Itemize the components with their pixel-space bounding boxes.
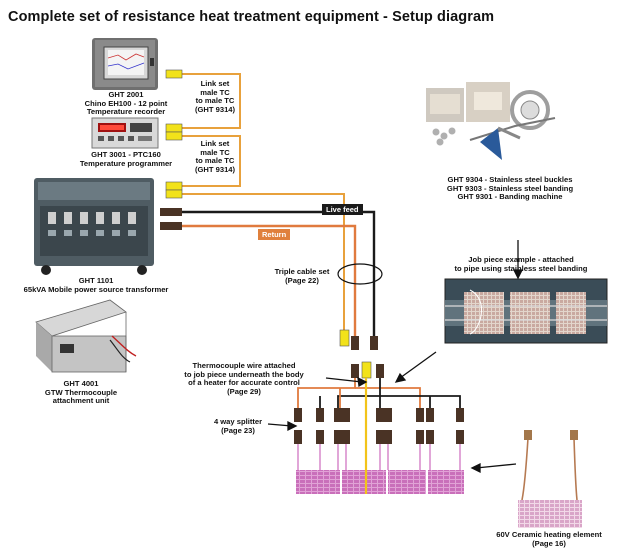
job-piece-label: Job piece example - attached to pipe usi… bbox=[454, 255, 588, 273]
banding-kit-label: GHT 9304 - Stainless steel buckles GHT 9… bbox=[446, 175, 574, 202]
power-transformer-image bbox=[34, 178, 154, 275]
recorder-label: GHT 2001 Chino EH100 - 12 point Temperat… bbox=[84, 90, 168, 117]
diagram-title: Complete set of resistance heat treatmen… bbox=[8, 9, 495, 25]
tc-unit-label: GHT 4001 GTW Thermocouple attachment uni… bbox=[44, 379, 118, 406]
temperature-programmer-image bbox=[91, 117, 159, 149]
splitter-label: 4 way splitter (Page 23) bbox=[213, 417, 263, 435]
tc-wire-label: Thermocouple wire attached to job piece … bbox=[184, 361, 304, 396]
programmer-label: GHT 3001 - PTC160 Temperature programmer bbox=[79, 150, 173, 168]
live-feed-tag: Live feed bbox=[322, 204, 363, 215]
thermocouple-attachment-unit-image bbox=[35, 299, 137, 373]
pointer-arrows bbox=[267, 240, 524, 474]
job-piece-photo bbox=[444, 278, 608, 344]
temperature-recorder-image bbox=[92, 38, 158, 90]
return-cable bbox=[182, 224, 357, 350]
triple-cable-label: Triple cable set (Page 22) bbox=[274, 267, 330, 285]
heater-pads bbox=[296, 470, 464, 494]
splitter-plugs bbox=[294, 408, 464, 444]
heating-element-label: 60V Ceramic heating element (Page 16) bbox=[496, 530, 602, 548]
live-feed-cable bbox=[182, 210, 376, 350]
link-set-1-label: Link set male TC to male TC (GHT 9314) bbox=[194, 79, 236, 114]
thermocouple-link-cables bbox=[182, 73, 345, 330]
triple-cable-marker bbox=[337, 263, 383, 285]
banding-kit-image bbox=[426, 82, 556, 160]
splitter-wiring bbox=[297, 378, 461, 408]
transformer-label: GHT 1101 65kVA Mobile power source trans… bbox=[23, 276, 169, 294]
return-tag: Return bbox=[258, 229, 291, 240]
cable-end-connectors bbox=[339, 329, 384, 379]
link-set-2-label: Link set male TC to male TC (GHT 9314) bbox=[194, 139, 236, 174]
heater-leads bbox=[297, 444, 461, 470]
equipment-connectors bbox=[160, 69, 183, 230]
ceramic-heating-element-photo bbox=[518, 430, 582, 528]
